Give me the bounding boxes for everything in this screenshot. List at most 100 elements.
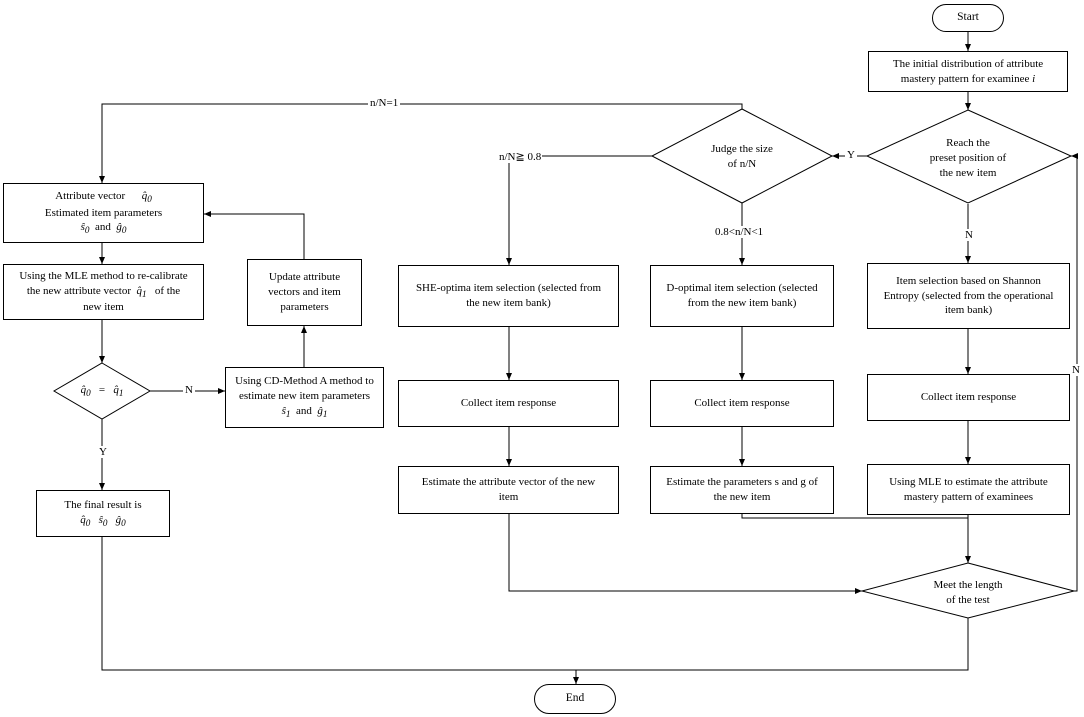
meet-decision-text: Meet the length of the test: [908, 578, 1028, 608]
she-line-2: the new item bank): [466, 297, 551, 309]
g1-symbol: ĝ1: [317, 405, 328, 420]
she-line-1: SHE-optima item selection (selected from: [415, 282, 602, 295]
g-sub: 0: [121, 225, 127, 236]
attr-line-2: Estimated item parameters: [44, 206, 163, 219]
est-params-line-2: the new item: [713, 491, 771, 503]
label-n-meet: N: [1071, 364, 1081, 376]
q-sub: 0: [147, 194, 152, 205]
est-attr-line-2: item: [498, 491, 519, 503]
q-hat: q̂: [141, 190, 148, 203]
cdm-g-hat: ĝ: [317, 405, 323, 418]
label-n-eq-1: n/N=1: [368, 97, 401, 109]
label-n-mid: 0.8<n/N<1: [714, 226, 765, 238]
judge-line-1: Judge the size: [711, 143, 773, 155]
est-params-line-1: Estimate the parameters s and g of: [666, 476, 818, 489]
cdm-s-hat: ŝ: [281, 405, 286, 418]
end-label: End: [565, 692, 585, 705]
shannon-line-1: Item selection based on Shannon: [896, 274, 1041, 287]
edge-estattr-meet: [508, 514, 862, 594]
collect-response-box-2: Collect item response: [650, 380, 834, 427]
shannon-line-2: Entropy (selected from the operational: [883, 289, 1054, 302]
final-s-sub: 0: [102, 517, 108, 528]
compare-equals: =: [98, 384, 106, 396]
compare-q-hat-0: q̂: [80, 384, 87, 396]
edge-update-attr: [204, 211, 305, 259]
final-q-sub: 0: [85, 517, 91, 528]
final-s0: ŝ0: [98, 513, 108, 528]
s-hat: ŝ: [80, 221, 85, 234]
reach-decision-text: Reach the preset position of the new ite…: [893, 136, 1043, 181]
examinee-index: i: [1032, 72, 1036, 85]
edge-judge-attr: [99, 103, 743, 183]
cdm-and: and: [295, 405, 312, 418]
compare-decision-text: q̂0 = q̂1: [62, 383, 142, 400]
label-n-reach: N: [963, 229, 975, 241]
d-optimal-selection-box: D-optimal item selection (selected from …: [650, 265, 834, 327]
compare-sub-0: 0: [86, 388, 91, 399]
edge-meet-end: [573, 618, 969, 684]
reach-line-1: Reach the: [946, 137, 990, 149]
judge-decision-shape: [650, 108, 834, 204]
q-hat-1: q̂: [136, 284, 142, 297]
compare-q0: q̂0: [80, 384, 91, 399]
mle-line-2-tail: of the: [154, 284, 181, 297]
q0-symbol: q̂0: [141, 190, 152, 205]
mle-line-1: Using the MLE method to re-calibrate: [19, 269, 188, 282]
cd-method-box: Using CD-Method A method to estimate new…: [225, 367, 384, 428]
final-g-hat: ĝ: [115, 513, 122, 526]
start-label: Start: [957, 11, 979, 24]
label-n-ge-08: n/N≧ 0.8: [498, 150, 543, 163]
final-line-1: The final result is: [64, 498, 142, 511]
judge-decision-text: Judge the size of n/N: [692, 142, 792, 172]
collect-response-box-3: Collect item response: [867, 374, 1070, 421]
g-hat: ĝ: [116, 221, 122, 234]
compare-q1: q̂1: [113, 384, 123, 398]
cdm-line-3: ŝ1 and ĝ1: [282, 404, 328, 421]
cdm-g-sub: 1: [322, 409, 328, 420]
edge-final-end: [101, 537, 576, 671]
collect-response-box-1: Collect item response: [398, 380, 619, 427]
initial-line-2: mastery pattern for examinee i: [901, 72, 1035, 87]
reach-line-2: preset position of: [929, 151, 1007, 164]
final-q-hat: q̂: [80, 513, 86, 526]
update-line-1: Update attribute: [268, 271, 341, 284]
mle-estimate-box: Using MLE to estimate the attribute mast…: [867, 464, 1070, 515]
mle-line-3: new item: [83, 301, 124, 314]
collect-label-1: Collect item response: [460, 397, 557, 410]
s1-symbol: ŝ1: [281, 405, 291, 419]
q1-sub: 1: [141, 288, 147, 299]
meet-line-1: Meet the length: [933, 579, 1003, 591]
judge-line-2: of n/N: [727, 157, 757, 170]
q1-symbol: q̂1: [136, 284, 147, 299]
dopt-line-1: D-optimal item selection (selected: [666, 282, 818, 295]
final-g-sub: 0: [121, 517, 126, 528]
cdm-line-2: estimate new item parameters: [238, 390, 371, 403]
shannon-line-3: item bank): [944, 304, 993, 317]
and-word: and: [94, 221, 111, 234]
compare-decision-shape: [53, 362, 151, 420]
mle-line-2-text: the new attribute vector: [26, 284, 131, 297]
label-y-reach: Y: [845, 149, 857, 161]
start-node: Start: [932, 4, 1004, 32]
label-n-compare: N: [183, 384, 195, 396]
compare-q-hat-1: q̂: [113, 384, 119, 396]
final-g0: ĝ0: [115, 513, 126, 528]
estimate-params-box: Estimate the parameters s and g of the n…: [650, 466, 834, 514]
edge-judge-she: [506, 155, 652, 265]
mle-recalibrate-box: Using the MLE method to re-calibrate the…: [3, 264, 204, 320]
s-sub: 0: [84, 225, 90, 236]
g0-symbol: ĝ0: [116, 221, 127, 236]
attr-line-3: ŝ0 and ĝ0: [81, 220, 127, 237]
attribute-vector-box: Attribute vector q̂0 Estimated item para…: [3, 183, 204, 243]
shannon-selection-box: Item selection based on Shannon Entropy …: [867, 263, 1070, 329]
label-y-compare: Y: [97, 446, 109, 458]
meet-line-2: of the test: [946, 593, 990, 606]
final-s-hat: ŝ: [98, 513, 103, 526]
update-line-3: parameters: [280, 300, 329, 313]
initial-distribution-box: The initial distribution of attribute ma…: [868, 51, 1068, 92]
update-line-2: vectors and item: [268, 286, 341, 299]
mle-est-line-2: mastery pattern of examinees: [903, 490, 1034, 503]
initial-line-1: The initial distribution of attribute: [892, 57, 1044, 70]
mle-est-line-1: Using MLE to estimate the attribute: [889, 475, 1048, 488]
